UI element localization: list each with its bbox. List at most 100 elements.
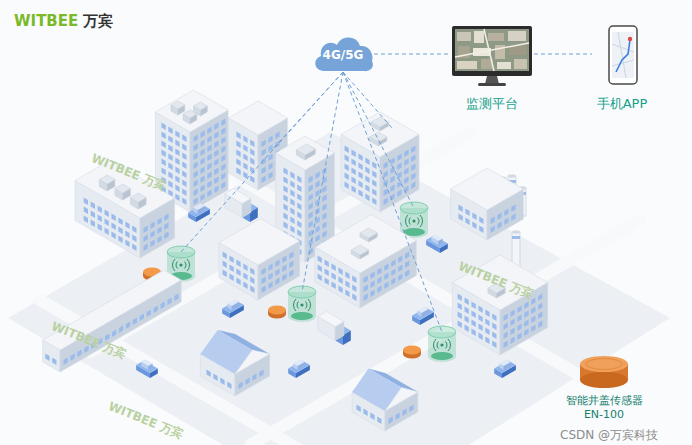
window	[283, 204, 287, 212]
window	[91, 202, 95, 210]
chimney-stripe	[512, 236, 520, 239]
signal-wave	[187, 259, 190, 271]
window	[318, 274, 322, 282]
window	[511, 205, 515, 213]
window	[98, 224, 102, 232]
window	[372, 162, 376, 170]
signal-wave	[437, 342, 438, 349]
window	[236, 132, 240, 140]
window	[364, 285, 368, 293]
window	[268, 154, 272, 162]
window	[372, 180, 376, 188]
signal-line	[272, 72, 343, 150]
window	[531, 298, 535, 306]
window	[404, 186, 408, 194]
ground-group	[8, 132, 670, 445]
car-body-top	[288, 361, 310, 374]
window	[465, 209, 469, 217]
window	[297, 221, 301, 229]
window	[250, 176, 254, 184]
signal-line	[343, 72, 442, 332]
window	[370, 272, 374, 280]
window	[398, 265, 402, 273]
window	[144, 244, 148, 252]
window	[390, 158, 394, 166]
window	[397, 163, 401, 171]
manhole-sensor-top	[403, 346, 421, 355]
ground-plate	[8, 132, 670, 445]
window	[309, 185, 313, 193]
window	[70, 354, 74, 362]
window	[372, 171, 376, 179]
window	[214, 186, 218, 194]
window	[405, 270, 409, 278]
chimney-top	[512, 230, 520, 234]
window	[465, 316, 469, 324]
window	[175, 194, 179, 202]
window	[262, 149, 266, 157]
window	[207, 172, 211, 180]
window	[465, 298, 469, 306]
screen-map-block	[508, 31, 526, 41]
window	[144, 226, 148, 234]
window	[167, 298, 171, 306]
window	[236, 260, 240, 268]
window	[331, 273, 335, 281]
window	[157, 236, 161, 244]
window	[504, 332, 508, 340]
window	[243, 154, 247, 162]
signal-beam-base	[431, 352, 453, 360]
window	[290, 208, 294, 216]
window	[84, 216, 88, 224]
window	[404, 177, 408, 185]
window	[322, 195, 326, 203]
window	[221, 137, 225, 145]
window	[282, 256, 286, 264]
window	[351, 186, 355, 194]
car-cabin-top	[293, 360, 304, 367]
window	[125, 222, 129, 230]
signal-dot	[300, 303, 303, 306]
window	[161, 302, 165, 310]
window	[289, 270, 293, 278]
window	[182, 198, 186, 206]
window	[331, 264, 335, 272]
window	[214, 141, 218, 149]
roof-unit-top	[99, 175, 115, 184]
window	[297, 194, 301, 202]
window	[510, 319, 514, 327]
window	[485, 328, 489, 336]
window	[297, 203, 301, 211]
window	[118, 218, 122, 226]
building-top	[155, 90, 228, 132]
window	[262, 176, 266, 184]
building-top	[341, 112, 419, 157]
window	[351, 168, 355, 176]
window	[206, 370, 210, 378]
window	[325, 260, 329, 268]
window	[510, 328, 514, 336]
brand-logo: WITBEE	[14, 12, 78, 30]
window	[391, 260, 395, 268]
signal-line	[302, 72, 343, 292]
phone-map-roads	[612, 32, 634, 78]
window	[309, 194, 313, 202]
car-cabin-top	[227, 300, 238, 307]
window	[175, 149, 179, 157]
window	[345, 164, 349, 172]
window	[221, 146, 225, 154]
window	[478, 324, 482, 332]
window	[275, 269, 279, 277]
window	[245, 378, 249, 386]
roof-unit-top	[194, 102, 208, 110]
window	[250, 140, 254, 148]
window	[182, 189, 186, 197]
window	[458, 294, 462, 302]
road	[250, 220, 640, 445]
window	[358, 172, 362, 180]
signal-wave	[405, 215, 408, 227]
window	[290, 199, 294, 207]
window	[485, 310, 489, 318]
window	[214, 177, 218, 185]
window	[345, 146, 349, 154]
